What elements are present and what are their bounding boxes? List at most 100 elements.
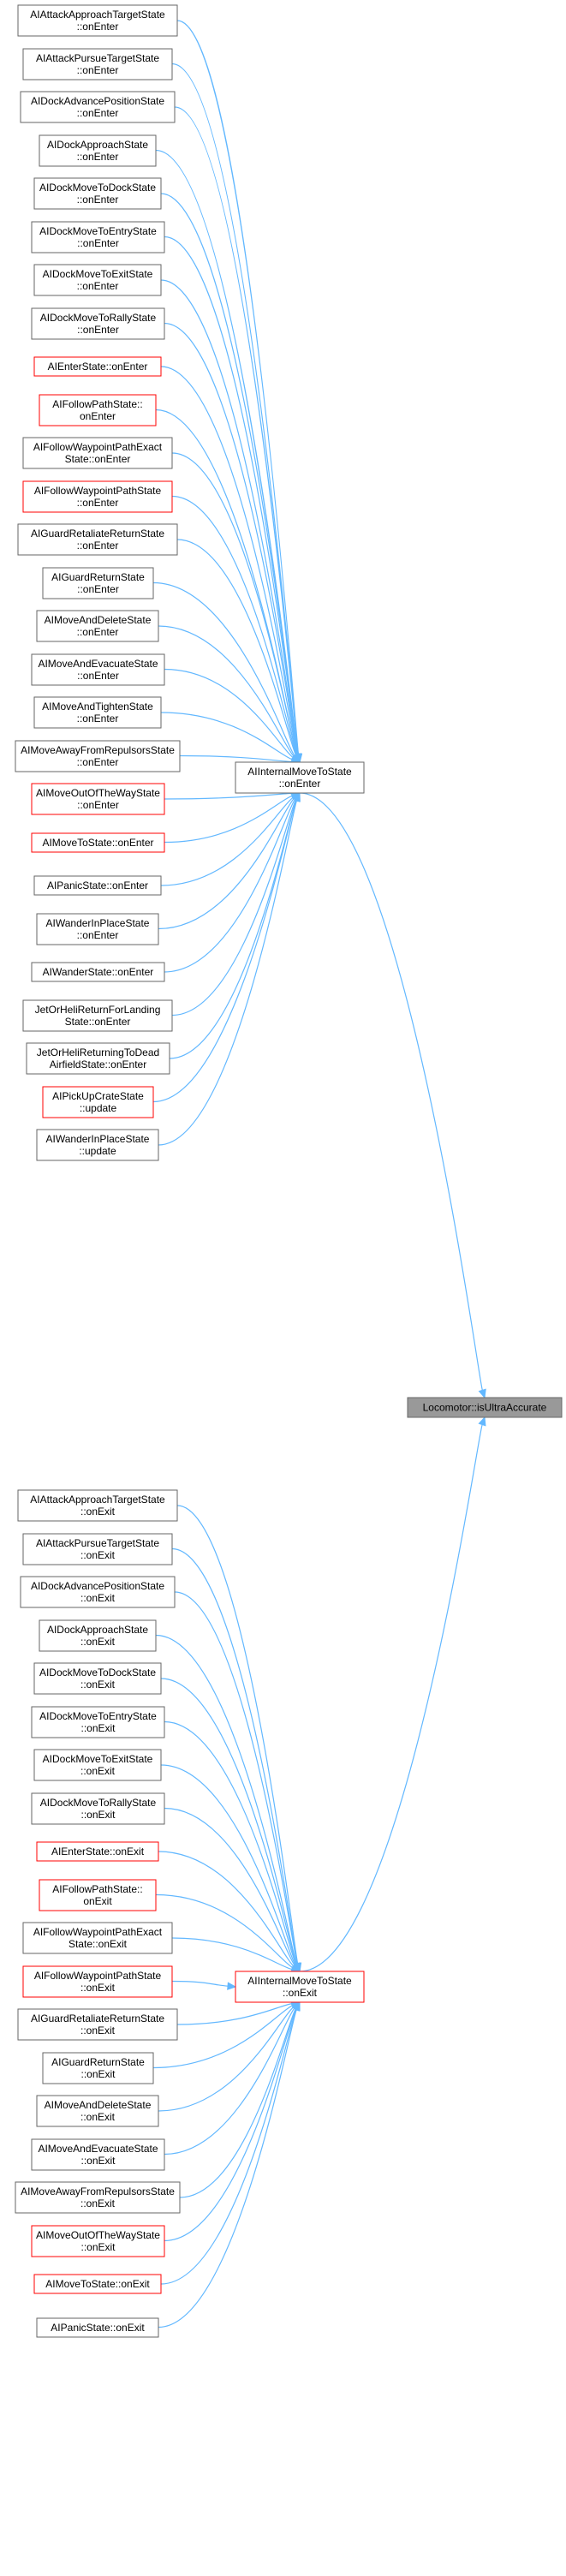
hub-aiinternalmovetostate-onexit[interactable]: AIInternalMoveToState::onExit: [235, 1971, 365, 2003]
edge-aimoveandevacuatestate-onenter-to-hub: [164, 668, 301, 763]
node-label: ::onEnter: [77, 194, 119, 206]
caller-aifollowpathstate-onenter[interactable]: AIFollowPathState::onEnter: [39, 394, 157, 426]
node-box: [15, 2181, 181, 2214]
node-box: [33, 264, 162, 296]
node-label: ::onExit: [80, 2068, 116, 2080]
node-box: [17, 523, 178, 556]
caller-aidockapproachstate-onexit[interactable]: AIDockApproachState::onExit: [39, 1619, 157, 1652]
caller-aiattackapproachtargetstate-onenter[interactable]: AIAttackApproachTargetState::onEnter: [17, 4, 178, 37]
node-box: [22, 480, 173, 513]
node-label: ::onEnter: [77, 21, 119, 33]
caller-aidockadvancepositionstate-onexit[interactable]: AIDockAdvancePositionState::onExit: [20, 1576, 176, 1608]
node-label: ::onExit: [80, 2197, 116, 2209]
caller-aimoveawayfromrepulsorsstate-onexit[interactable]: AIMoveAwayFromRepulsorsState::onExit: [15, 2181, 181, 2214]
caller-aidockmovetodockstate-onexit[interactable]: AIDockMoveToDockState::onExit: [33, 1662, 162, 1695]
node-box: [31, 1706, 165, 1738]
node-box: [20, 1576, 176, 1608]
node-label: AIDockMoveToDockState: [39, 1667, 156, 1679]
node-label: JetOrHeliReturningToDead: [37, 1046, 159, 1058]
caller-aidockmovetoentrystate-onenter[interactable]: AIDockMoveToEntryState::onEnter: [31, 221, 165, 253]
node-label: ::onExit: [80, 2024, 116, 2036]
caller-aidockmovetoexitstate-onexit[interactable]: AIDockMoveToExitState::onExit: [33, 1749, 162, 1781]
node-label: ::onEnter: [77, 626, 119, 638]
node-label: AIFollowPathState::: [52, 398, 142, 410]
node-label: AIDockMoveToEntryState: [39, 225, 157, 237]
edge-aiguardretaliatereturnstate-onexit-to-hub: [176, 2000, 301, 2025]
caller-aifollowwaypointpathstate-onexit[interactable]: AIFollowWaypointPathState::onExit: [22, 1965, 173, 1998]
caller-aipanicstate-onenter[interactable]: AIPanicState::onEnter: [33, 875, 162, 896]
caller-aiwanderinplacestate-onenter[interactable]: AIWanderInPlaceState::onEnter: [36, 913, 159, 945]
node-label: AIDockAdvancePositionState: [31, 95, 164, 107]
caller-aiwanderinplacestate-update[interactable]: AIWanderInPlaceState::update: [36, 1129, 159, 1161]
nodes-layer: AIInternalMoveToState::onEnterAIInternal…: [15, 4, 563, 2338]
node-label: AIMoveAndDeleteState: [45, 2099, 152, 2111]
edge-hub-exit-to-root: [299, 1416, 486, 1972]
node-label: JetOrHeliReturnForLanding: [35, 1004, 161, 1016]
node-box: [31, 653, 165, 686]
caller-aidockmovetoentrystate-onexit[interactable]: AIDockMoveToEntryState::onExit: [31, 1706, 165, 1738]
caller-aimoveanddeletestate-onenter[interactable]: AIMoveAndDeleteState::onEnter: [36, 610, 159, 642]
caller-aimoveawayfromrepulsorsstate-onenter[interactable]: AIMoveAwayFromRepulsorsState::onEnter: [15, 740, 181, 772]
caller-aipanicstate-onexit[interactable]: AIPanicState::onExit: [36, 2317, 159, 2338]
caller-aidockapproachstate-onenter[interactable]: AIDockApproachState::onEnter: [39, 134, 157, 167]
node-label: ::onExit: [80, 2241, 116, 2253]
caller-aiattackapproachtargetstate-onexit[interactable]: AIAttackApproachTargetState::onExit: [17, 1489, 178, 1522]
caller-jetorhelireturningtodead-airfieldstate-onenter[interactable]: JetOrHeliReturningToDeadAirfieldState::o…: [26, 1042, 170, 1075]
caller-aimoveoutofthewaystate-onenter[interactable]: AIMoveOutOfTheWayState::onEnter: [31, 783, 165, 815]
caller-aifollowpathstate-onexit[interactable]: AIFollowPathState::onExit: [39, 1879, 157, 1911]
caller-aiguardreturnstate-onenter[interactable]: AIGuardReturnState::onEnter: [42, 567, 154, 599]
node-label: ::onEnter: [77, 64, 119, 76]
caller-aimovetostate-onexit[interactable]: AIMoveToState::onExit: [33, 2274, 162, 2294]
node-label: ::onEnter: [77, 107, 119, 119]
caller-aimoveandtightenstate-onenter[interactable]: AIMoveAndTightenState::onEnter: [33, 696, 162, 729]
edge-jetorhelireturnforlanding-state-onenter-to-hub: [171, 791, 301, 1017]
caller-aimoveandevacuatestate-onenter[interactable]: AIMoveAndEvacuateState::onEnter: [31, 653, 165, 686]
node-label: ::onExit: [80, 1722, 116, 1734]
caller-aimoveoutofthewaystate-onexit[interactable]: AIMoveOutOfTheWayState::onExit: [31, 2225, 165, 2257]
hub-aiinternalmovetostate-onenter[interactable]: AIInternalMoveToState::onEnter: [235, 761, 365, 794]
root-node[interactable]: Locomotor::isUltraAccurate: [407, 1397, 563, 1418]
node-label: AIDockApproachState: [47, 139, 148, 151]
caller-aifollowwaypointpathstate-onenter[interactable]: AIFollowWaypointPathState::onEnter: [22, 480, 173, 513]
node-box: [15, 740, 181, 772]
caller-aimoveandevacuatestate-onexit[interactable]: AIMoveAndEvacuateState::onExit: [31, 2138, 165, 2171]
edge-aifollowwaypointpathexact-state-onexit-to-hub: [171, 1937, 301, 1974]
caller-aiattackpursuetargetstate-onenter[interactable]: AIAttackPursueTargetState::onEnter: [22, 48, 173, 80]
caller-aiwanderstate-onenter[interactable]: AIWanderState::onEnter: [31, 962, 165, 982]
node-box: [407, 1397, 563, 1418]
node-label: AIDockMoveToRallyState: [40, 312, 157, 324]
node-box: [33, 356, 162, 377]
caller-aiattackpursuetargetstate-onexit[interactable]: AIAttackPursueTargetState::onExit: [22, 1533, 173, 1565]
node-label: ::onExit: [80, 1982, 116, 1994]
node-box: [39, 134, 157, 167]
caller-aidockmovetorallystate-onexit[interactable]: AIDockMoveToRallyState::onExit: [31, 1792, 165, 1825]
caller-aidockmovetorallystate-onenter[interactable]: AIDockMoveToRallyState::onEnter: [31, 307, 165, 340]
caller-aienterstate-onexit[interactable]: AIEnterState::onExit: [36, 1841, 159, 1862]
caller-aienterstate-onenter[interactable]: AIEnterState::onEnter: [33, 356, 162, 377]
caller-aiguardreturnstate-onexit[interactable]: AIGuardReturnState::onExit: [42, 2052, 154, 2084]
node-label: ::onEnter: [77, 756, 119, 768]
node-label: ::onEnter: [77, 497, 119, 509]
node-box: [36, 2095, 159, 2127]
node-box: [22, 48, 173, 80]
caller-aipickupcratestate-update[interactable]: AIPickUpCrateState::update: [42, 1086, 154, 1118]
caller-aidockmovetoexitstate-onenter[interactable]: AIDockMoveToExitState::onEnter: [33, 264, 162, 296]
node-label: AIFollowWaypointPathState: [34, 485, 162, 497]
caller-aiguardretaliatereturnstate-onexit[interactable]: AIGuardRetaliateReturnState::onExit: [17, 2008, 178, 2041]
caller-aidockmovetodockstate-onenter[interactable]: AIDockMoveToDockState::onEnter: [33, 177, 162, 210]
caller-aiguardretaliatereturnstate-onenter[interactable]: AIGuardRetaliateReturnState::onEnter: [17, 523, 178, 556]
caller-aimoveanddeletestate-onexit[interactable]: AIMoveAndDeleteState::onExit: [36, 2095, 159, 2127]
node-label: AIPanicState::onEnter: [47, 880, 148, 891]
edge-aidockmovetodockstate-onenter-to-hub: [160, 193, 302, 764]
node-label: ::onExit: [80, 2155, 116, 2167]
caller-aimovetostate-onenter[interactable]: AIMoveToState::onEnter: [31, 832, 165, 853]
node-box: [36, 1841, 159, 1862]
node-box: [31, 962, 165, 982]
edge-aiattackapproachtargetstate-onexit-to-hub: [176, 1505, 302, 1973]
edge-aifollowwaypointpathstate-onexit-to-hub: [171, 1980, 237, 1990]
caller-aidockadvancepositionstate-onenter[interactable]: AIDockAdvancePositionState::onEnter: [20, 91, 176, 123]
node-label: AIGuardReturnState: [51, 2056, 145, 2068]
